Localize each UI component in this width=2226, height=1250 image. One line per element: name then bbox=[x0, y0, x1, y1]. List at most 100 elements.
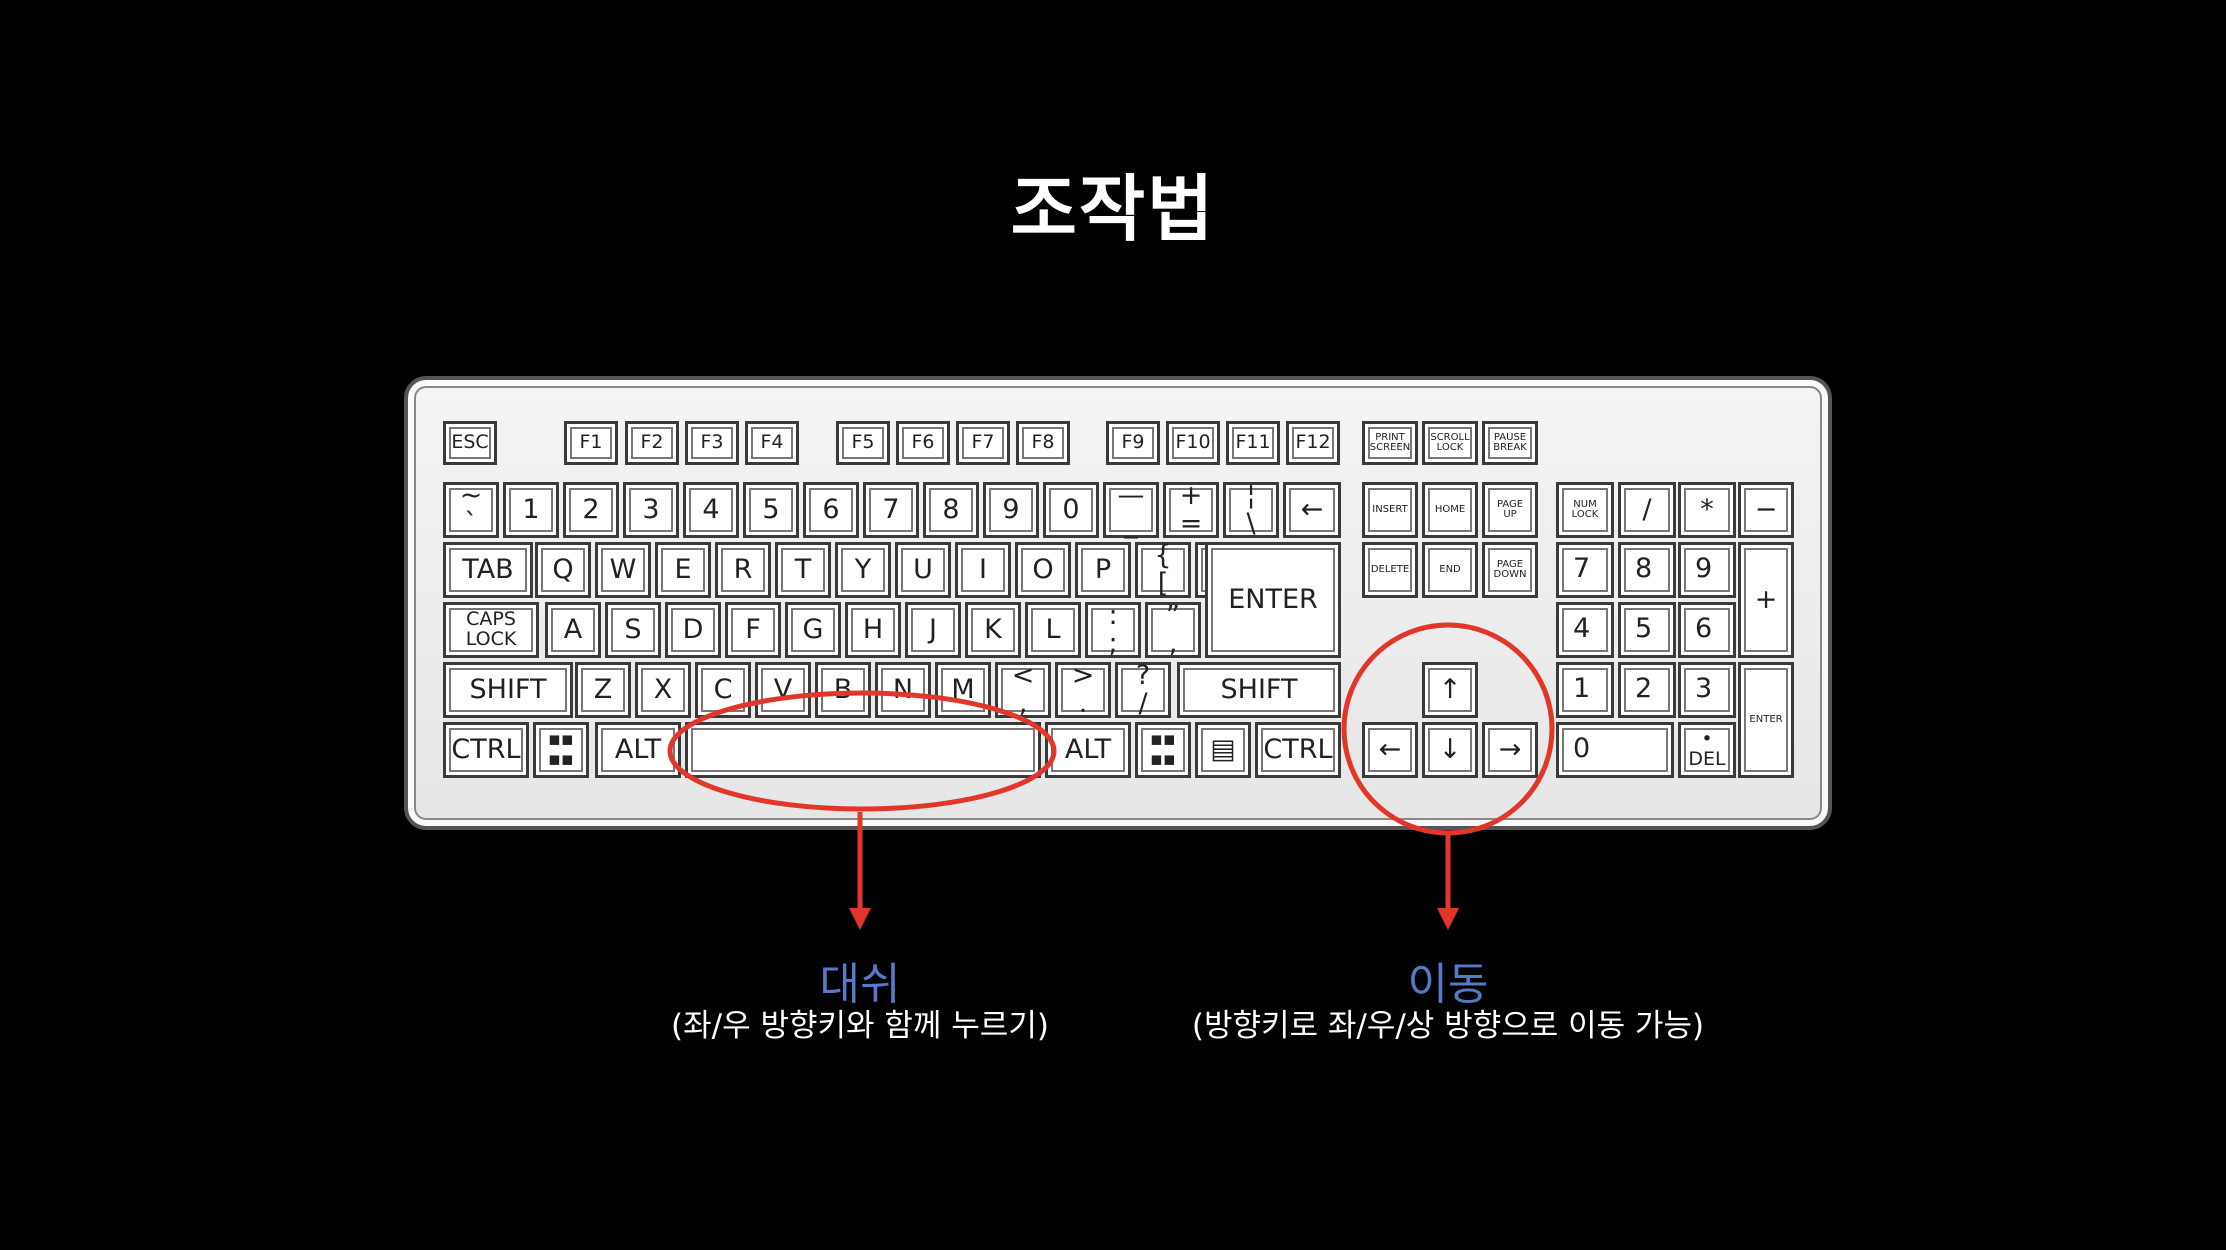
key-np-enter: ENTER bbox=[1738, 662, 1794, 778]
key-comma: < , bbox=[995, 661, 1051, 718]
key-caps: CAPS LOCK bbox=[443, 602, 539, 658]
key-d4: 4 bbox=[683, 482, 739, 538]
key-f9: F9 bbox=[1106, 421, 1160, 465]
key-q: Q bbox=[535, 542, 591, 598]
key-lalt: ALT bbox=[595, 722, 681, 778]
key-arrow-right: → bbox=[1482, 722, 1538, 778]
key-minus: — _ bbox=[1103, 481, 1159, 538]
key-b: B bbox=[815, 662, 871, 718]
key-c: C bbox=[695, 662, 751, 718]
key-backspace: ← bbox=[1283, 482, 1341, 538]
key-slash: ? / bbox=[1115, 661, 1171, 718]
arrow-keys-highlight-ellipse bbox=[1341, 622, 1555, 836]
move-description: (방향키로 좌/우/상 방향으로 이동 가능) bbox=[1191, 1008, 1705, 1044]
key-d2: 2 bbox=[563, 482, 619, 538]
key-f: F bbox=[725, 602, 781, 658]
key-np7: 7 bbox=[1556, 542, 1614, 598]
key-g: G bbox=[785, 602, 841, 658]
dash-description: (좌/우 방향키와 함께 누르기) bbox=[671, 1008, 1049, 1044]
key-quote: ” , bbox=[1145, 601, 1201, 658]
key-u: U bbox=[895, 542, 951, 598]
key-np9: 9 bbox=[1678, 542, 1736, 598]
key-np-plus: + bbox=[1738, 542, 1794, 658]
key-h: H bbox=[845, 602, 901, 658]
key-equals: + = bbox=[1163, 481, 1219, 538]
key-d8: 8 bbox=[923, 482, 979, 538]
key-rshift: SHIFT bbox=[1177, 662, 1341, 718]
key-z: Z bbox=[575, 662, 631, 718]
key-d5: 5 bbox=[743, 482, 799, 538]
key-m: M bbox=[935, 662, 991, 718]
key-f7: F7 bbox=[956, 421, 1010, 465]
key-x: X bbox=[635, 662, 691, 718]
key-lctrl: CTRL bbox=[443, 722, 529, 778]
key-pipe: ¦ \ bbox=[1223, 481, 1279, 538]
key-t: T bbox=[775, 542, 831, 598]
key-d0: 0 bbox=[1043, 482, 1099, 538]
key-np-minus: − bbox=[1738, 482, 1794, 538]
key-r: R bbox=[715, 542, 771, 598]
key-insert: INSERT bbox=[1362, 482, 1418, 538]
key-np-slash: / bbox=[1618, 482, 1676, 538]
key-lshift: SHIFT bbox=[443, 662, 573, 718]
key-np-star: * bbox=[1678, 482, 1736, 538]
key-np5: 5 bbox=[1618, 602, 1676, 658]
key-f5: F5 bbox=[836, 421, 890, 465]
key-l: L bbox=[1025, 602, 1081, 658]
key-f10: F10 bbox=[1166, 421, 1220, 465]
key-o: O bbox=[1015, 542, 1071, 598]
key-num-lock: NUM LOCK bbox=[1556, 482, 1614, 538]
key-lbrace: { [ bbox=[1135, 541, 1191, 598]
key-a: A bbox=[545, 602, 601, 658]
key-f12: F12 bbox=[1286, 421, 1340, 465]
key-np6: 6 bbox=[1678, 602, 1736, 658]
key-page-down: PAGE DOWN bbox=[1482, 542, 1538, 598]
key-d: D bbox=[665, 602, 721, 658]
key-tilde: ~ ` bbox=[443, 481, 499, 538]
key-d7: 7 bbox=[863, 482, 919, 538]
key-f2: F2 bbox=[625, 421, 679, 465]
key-f3: F3 bbox=[685, 421, 739, 465]
key-p: P bbox=[1075, 542, 1131, 598]
key-np4: 4 bbox=[1556, 602, 1614, 658]
move-arrow-head bbox=[1437, 908, 1459, 930]
key-f8: F8 bbox=[1016, 421, 1070, 465]
key-tab: TAB bbox=[443, 542, 533, 598]
page-title: 조작법 bbox=[1010, 167, 1216, 251]
dash-label: 대쉬 bbox=[819, 959, 901, 1010]
key-rctrl: CTRL bbox=[1255, 722, 1341, 778]
key-i: I bbox=[955, 542, 1011, 598]
space-key-highlight-ellipse bbox=[667, 690, 1057, 812]
key-np0: 0 bbox=[1556, 722, 1674, 778]
key-np1: 1 bbox=[1556, 662, 1614, 718]
key-d9: 9 bbox=[983, 482, 1039, 538]
key-f6: F6 bbox=[896, 421, 950, 465]
key-print-screen: PRINT SCREEN bbox=[1362, 421, 1418, 465]
key-d3: 3 bbox=[623, 482, 679, 538]
key-np8: 8 bbox=[1618, 542, 1676, 598]
key-lwin: ▪▪ ▪▪ bbox=[533, 722, 589, 778]
key-np-dot: • DEL bbox=[1678, 722, 1736, 778]
key-period: > . bbox=[1055, 661, 1111, 718]
key-page-up: PAGE UP bbox=[1482, 482, 1538, 538]
key-menu: ▤ bbox=[1195, 722, 1251, 778]
key-end: END bbox=[1422, 542, 1478, 598]
key-k: K bbox=[965, 602, 1021, 658]
key-d1: 1 bbox=[503, 482, 559, 538]
key-home: HOME bbox=[1422, 482, 1478, 538]
key-e: E bbox=[655, 542, 711, 598]
key-s: S bbox=[605, 602, 661, 658]
key-np3: 3 bbox=[1678, 662, 1736, 718]
key-d6: 6 bbox=[803, 482, 859, 538]
key-scroll-lock: SCROLL LOCK bbox=[1422, 421, 1478, 465]
key-esc: ESC bbox=[443, 421, 497, 465]
key-j: J bbox=[905, 602, 961, 658]
key-rwin: ▪▪ ▪▪ bbox=[1135, 722, 1191, 778]
key-w: W bbox=[595, 542, 651, 598]
key-space bbox=[685, 722, 1041, 778]
dash-arrow-head bbox=[849, 908, 871, 930]
key-f11: F11 bbox=[1226, 421, 1280, 465]
key-ralt: ALT bbox=[1045, 722, 1131, 778]
